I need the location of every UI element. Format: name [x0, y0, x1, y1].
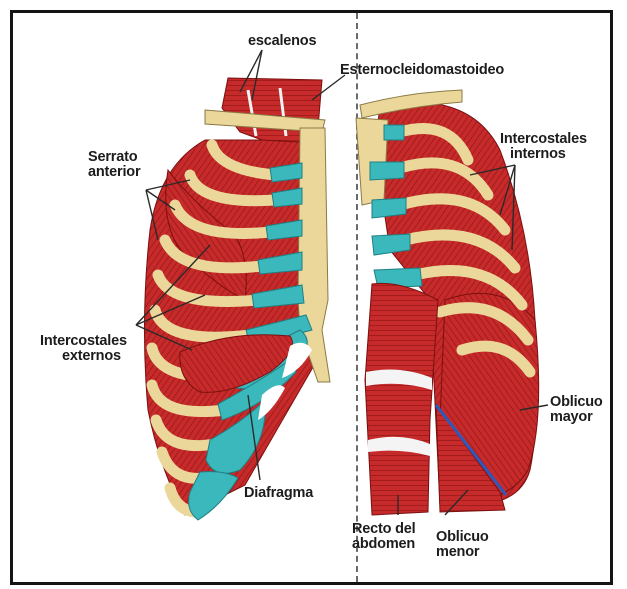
label-escalenos: escalenos	[248, 34, 316, 49]
label-recto-abdomen-line1: Recto del	[352, 522, 415, 537]
label-serrato-line2: anterior	[88, 165, 140, 180]
label-serrato-anterior: Serrato anterior	[88, 150, 140, 180]
label-recto-abdomen-line2: abdomen	[352, 537, 415, 552]
label-oblicuo-mayor-line1: Oblicuo	[550, 395, 603, 410]
label-intercostales-externos: Intercostales externos	[40, 334, 127, 364]
label-intercostales-internos-line1: Intercostales	[500, 132, 587, 147]
label-oblicuo-mayor: Oblicuo mayor	[550, 395, 603, 425]
label-oblicuo-menor-line1: Oblicuo	[436, 530, 489, 545]
label-intercostales-internos-line2: internos	[500, 147, 587, 162]
recto-abdomen-muscle	[365, 283, 438, 515]
label-oblicuo-menor: Oblicuo menor	[436, 530, 489, 560]
label-intercostales-externos-line1: Intercostales	[40, 334, 127, 349]
left-thorax	[144, 78, 330, 520]
label-intercostales-externos-line2: externos	[40, 349, 127, 364]
label-oblicuo-mayor-line2: mayor	[550, 410, 603, 425]
label-recto-abdomen: Recto del abdomen	[352, 522, 415, 552]
label-serrato-line1: Serrato	[88, 150, 140, 165]
label-esternocleidomastoideo: Esternocleidomastoideo	[340, 63, 504, 78]
label-intercostales-internos: Intercostales internos	[500, 132, 587, 162]
label-oblicuo-menor-line2: menor	[436, 545, 489, 560]
label-diafragma: Diafragma	[244, 486, 313, 501]
